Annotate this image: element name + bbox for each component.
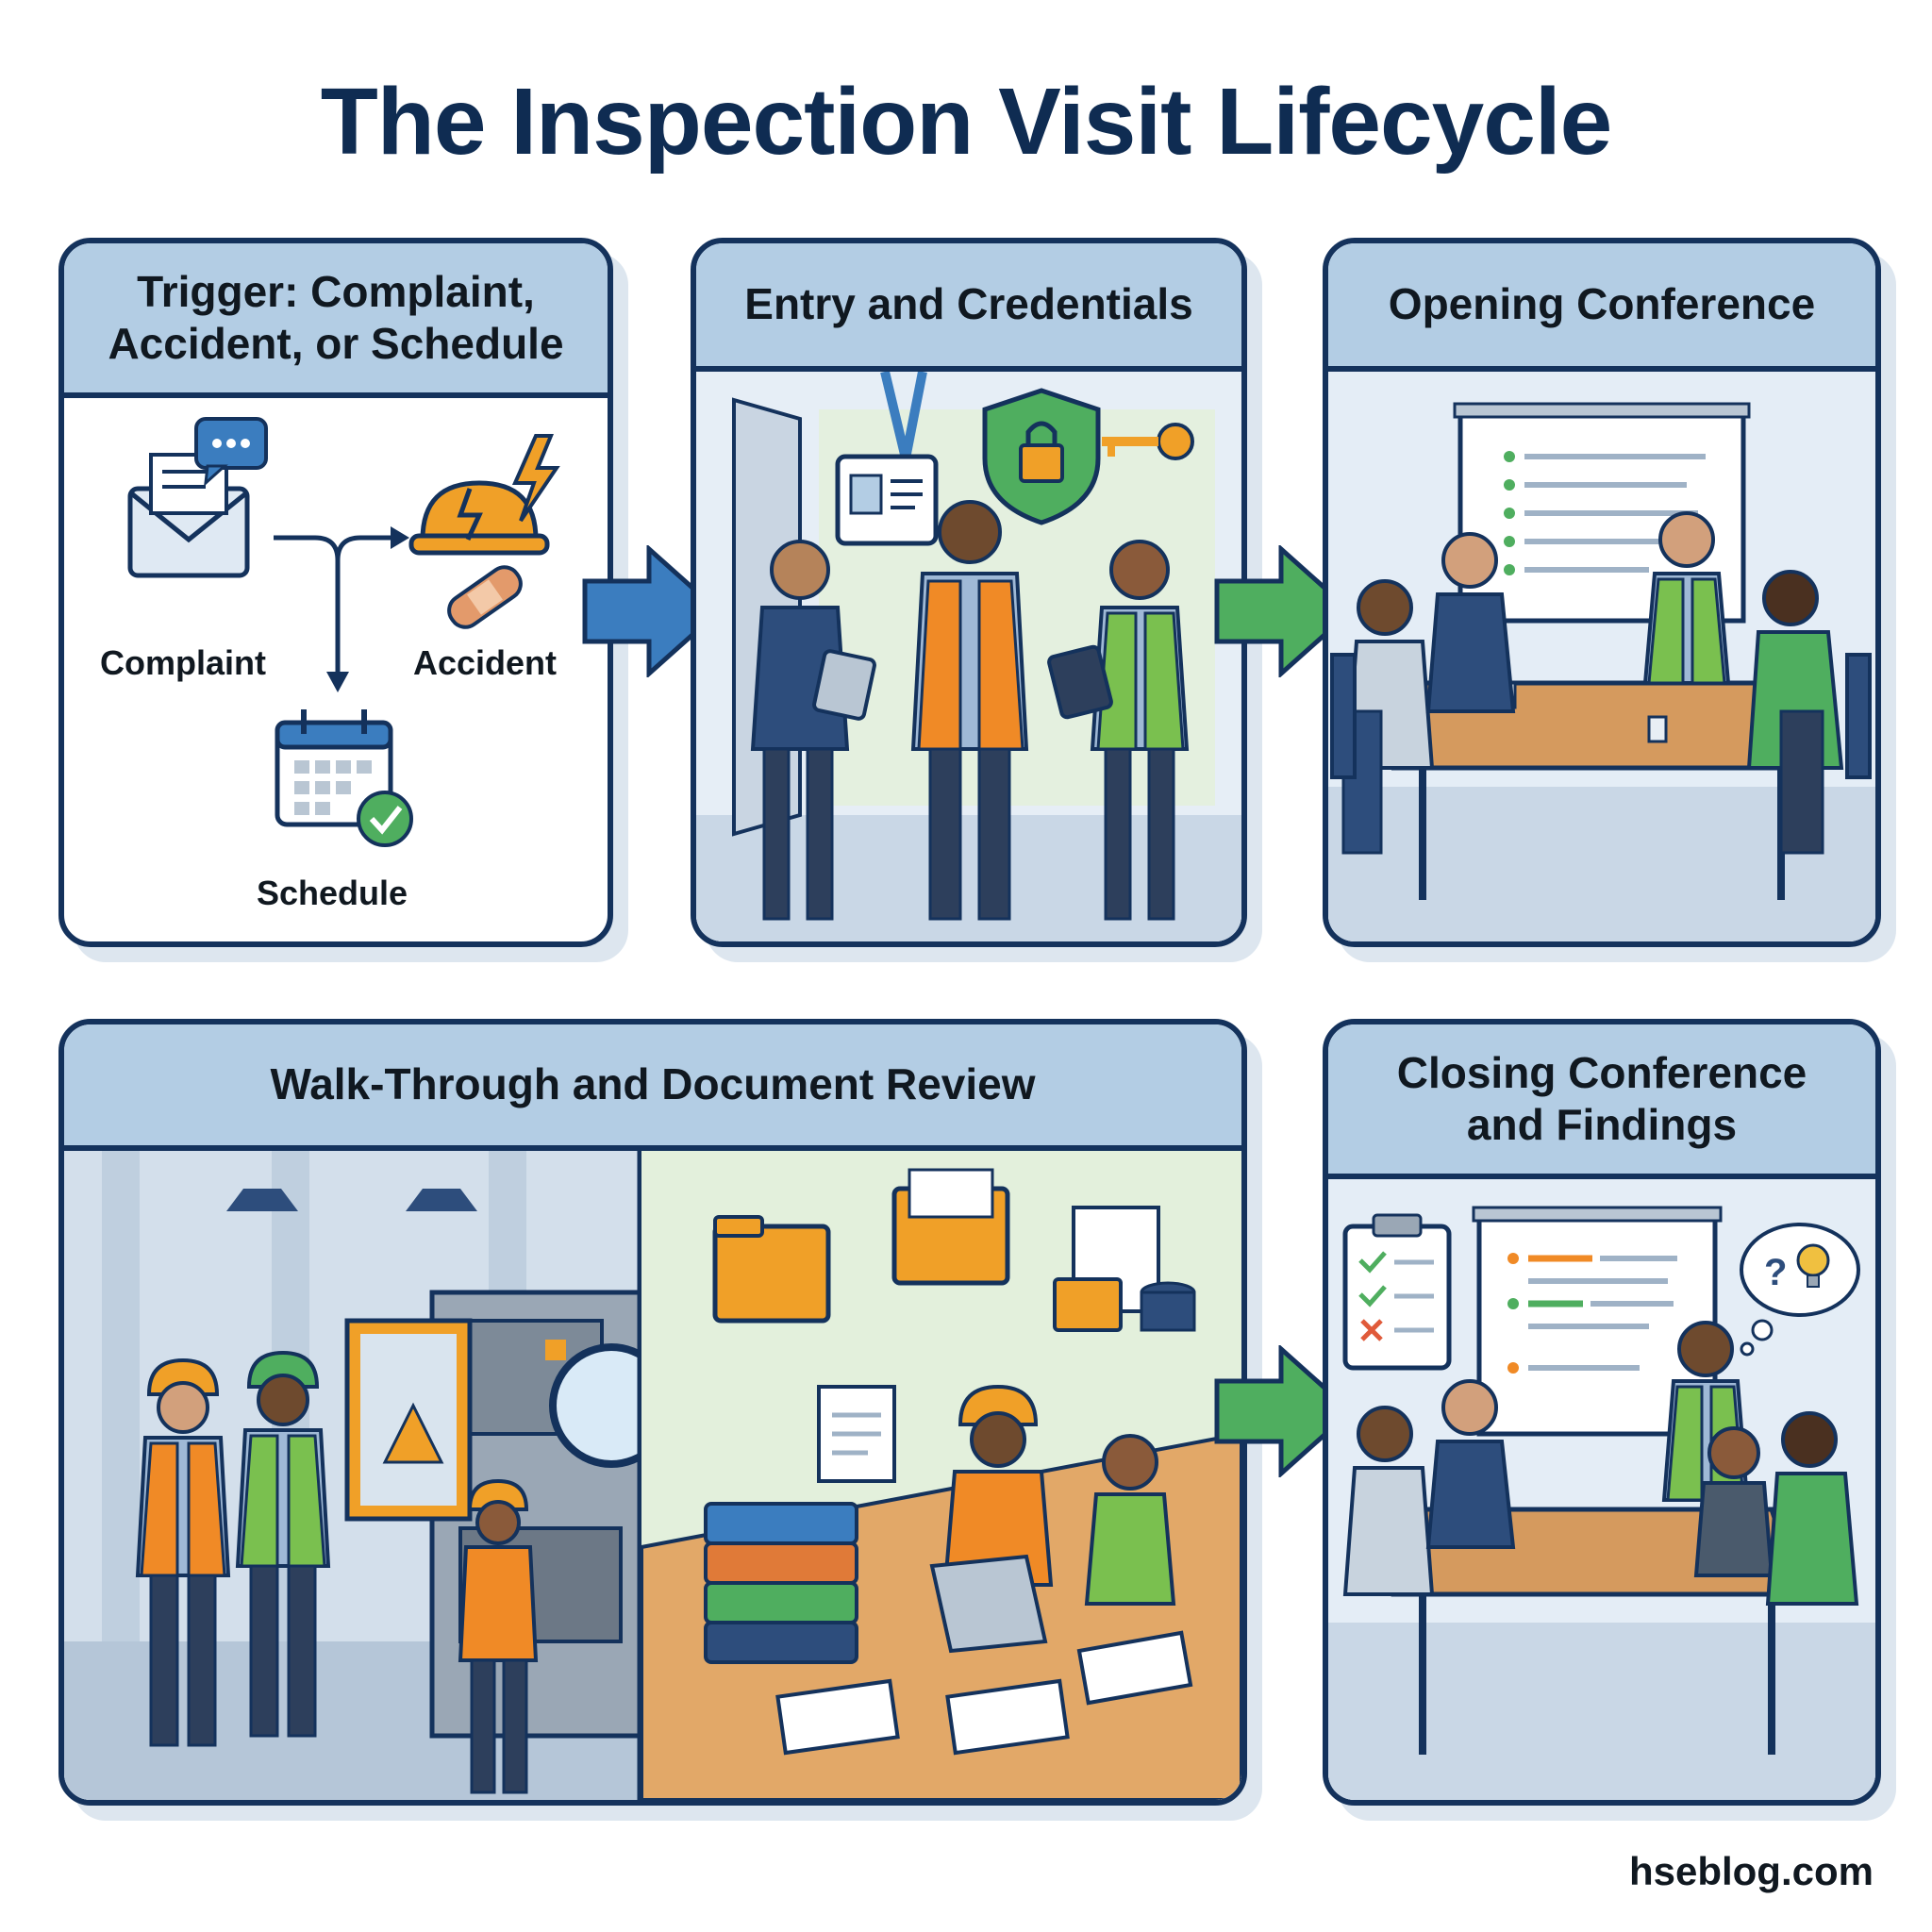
flow-arrow-3 [1213, 1345, 1355, 1477]
laptop-icon [929, 1554, 1048, 1654]
panel-heading: Opening Conference [1328, 243, 1875, 372]
page-title: The Inspection Visit Lifecycle [320, 69, 1613, 175]
worker-figure [458, 1478, 539, 1794]
reviewer-figure [1084, 1434, 1176, 1606]
envelope-icon [127, 453, 250, 578]
heading-line: Accident, or Schedule [108, 319, 564, 368]
panel-heading: Entry and Credentials [696, 243, 1241, 372]
heading-line: Entry and Credentials [744, 279, 1193, 329]
panel-heading: Trigger: Complaint, Accident, or Schedul… [64, 243, 608, 398]
hard-hat-icon [408, 480, 550, 556]
meeting-illustration [1328, 372, 1875, 941]
participant-figure [1425, 1379, 1516, 1549]
database-icon [1053, 1206, 1196, 1332]
id-badge-icon [835, 372, 939, 546]
key-icon [1102, 423, 1194, 460]
clipboard-icon [1342, 1213, 1452, 1371]
panel-heading: Walk-Through and Document Review [64, 1024, 1241, 1151]
heading-line: and Findings [1466, 1100, 1738, 1149]
participant-figure [1765, 1411, 1859, 1606]
panel-illustration: ? [1328, 1179, 1875, 1800]
panel-illustration [1328, 372, 1875, 941]
panel-illustration [696, 372, 1241, 941]
footer-credit: hseblog.com [1628, 1849, 1874, 1893]
schedule-label: Schedule [257, 874, 408, 912]
panel-closing-conference: Closing Conference and Findings [1323, 1019, 1881, 1806]
participant-figure [1642, 511, 1731, 685]
paper-icon [775, 1630, 1193, 1756]
flow-arrow-2 [1213, 545, 1355, 677]
panel-walk-through: Walk-Through and Document Review [58, 1019, 1247, 1806]
reviewer-figure [942, 1384, 1054, 1587]
worker-figure [235, 1350, 331, 1738]
inspector-figure [750, 540, 876, 921]
bandage-icon [447, 565, 523, 629]
heading-line: Opening Conference [1388, 279, 1816, 329]
panel-entry: Entry and Credentials [691, 238, 1247, 947]
walk-through-illustration [64, 1151, 1241, 1800]
panel-heading: Closing Conference and Findings [1328, 1024, 1875, 1179]
accident-label: Accident [413, 643, 558, 682]
flow-arrow-1 [581, 545, 723, 677]
folder-icon [891, 1168, 1010, 1286]
panel-illustration [64, 1151, 1241, 1800]
shield-lock-icon [982, 388, 1101, 525]
document-icon [817, 1385, 896, 1483]
panel-trigger: Trigger: Complaint, Accident, or Schedul… [58, 238, 613, 947]
trigger-illustration [127, 417, 560, 847]
entry-illustration [696, 372, 1241, 941]
worker-figure [910, 500, 1029, 921]
hazard-panel-icon [344, 1318, 473, 1522]
participant-figure [1746, 570, 1844, 855]
participant-figure [1425, 532, 1516, 713]
svg-text:?: ? [1764, 1252, 1787, 1293]
whiteboard-icon [1472, 1206, 1723, 1437]
inspector-figure [1047, 540, 1190, 921]
heading-line: Trigger: Complaint, [137, 266, 535, 316]
calendar-icon [275, 709, 393, 827]
checkmark-icon [357, 791, 413, 847]
panel-illustration [64, 398, 608, 941]
closing-illustration: ? [1328, 1179, 1875, 1800]
lightning-icon [511, 434, 560, 523]
panel-opening-conference: Opening Conference [1323, 238, 1881, 947]
branch-arrow-icon [274, 535, 391, 672]
complaint-label: Complaint [100, 643, 266, 682]
chat-bubble-icon [194, 417, 268, 487]
heading-line: Closing Conference [1396, 1047, 1807, 1097]
participant-figure [1342, 1406, 1435, 1596]
heading-line: Walk-Through and Document Review [270, 1059, 1036, 1109]
worker-figure [135, 1357, 231, 1747]
thought-bubble-icon: ? [1740, 1223, 1860, 1357]
ceiling-lamp-icon [226, 1189, 477, 1211]
binder-stack-icon [704, 1502, 858, 1664]
folder-icon [712, 1215, 831, 1324]
chair-icon [1330, 653, 1872, 779]
